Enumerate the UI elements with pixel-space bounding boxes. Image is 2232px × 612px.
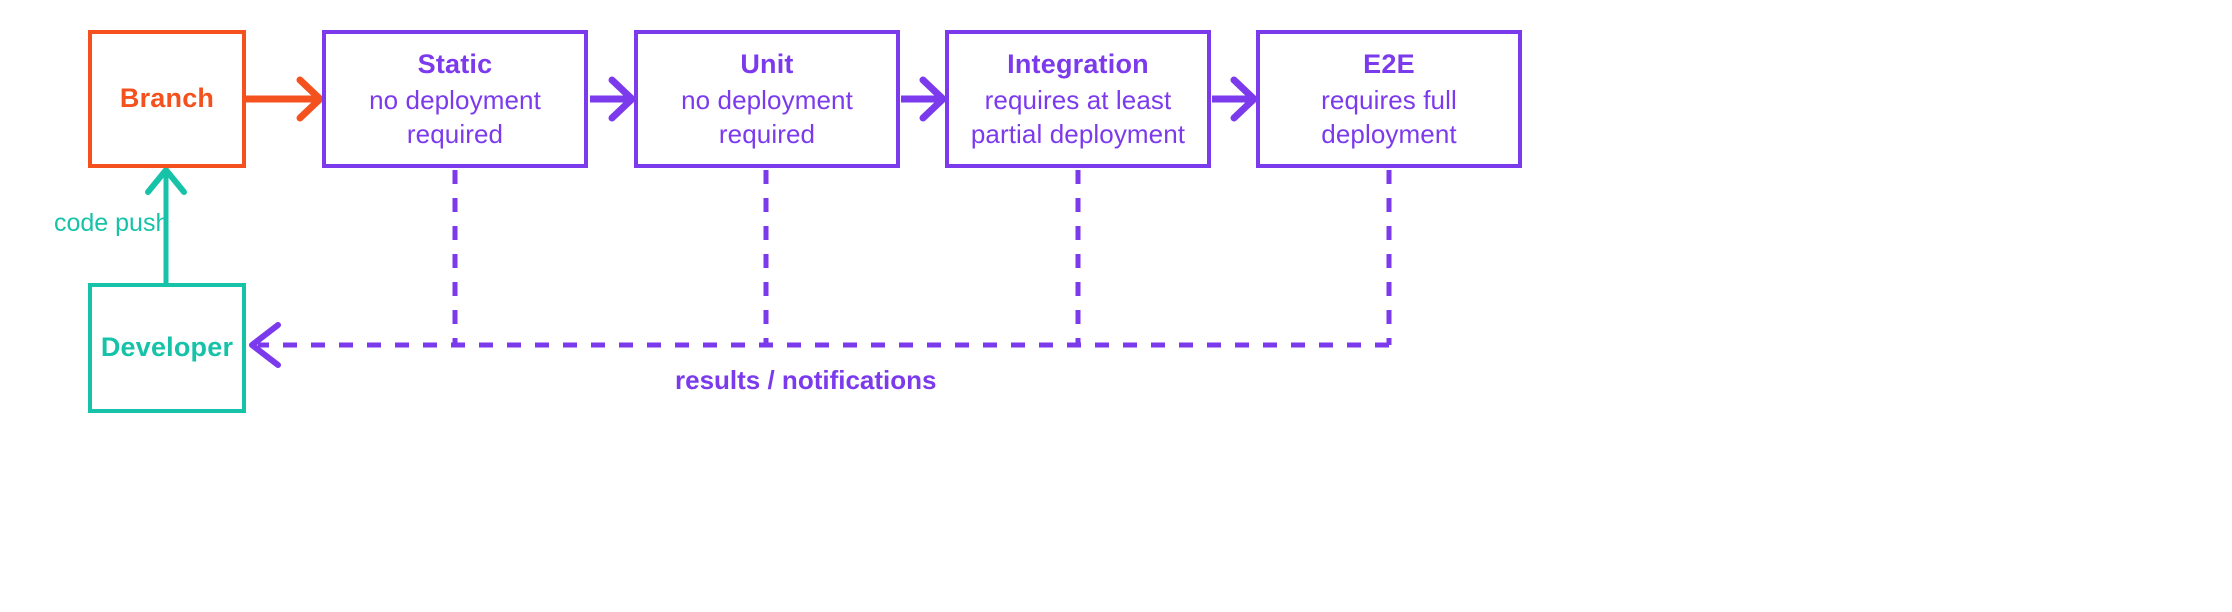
edge-static-to-unit	[590, 76, 636, 122]
edge-label-code-push: code push	[54, 209, 170, 237]
node-static-subtitle-line1: no deployment	[369, 84, 541, 115]
node-static-title: Static	[417, 48, 493, 79]
node-e2e-title: E2E	[1363, 48, 1415, 79]
node-developer-label: Developer	[100, 332, 234, 363]
node-developer[interactable]: Developer	[88, 283, 246, 413]
node-integration-subtitle-line1: requires at least	[984, 84, 1172, 115]
edge-feedback-bus	[249, 322, 1389, 368]
edge-label-results-notifications: results / notifications	[675, 365, 937, 395]
edge-branch-to-static	[246, 76, 324, 122]
node-e2e-subtitle-line2: deployment	[1321, 118, 1457, 149]
edge-unit-to-integration	[901, 76, 947, 122]
node-unit-title: Unit	[740, 48, 794, 79]
node-unit-subtitle-line2: required	[718, 118, 816, 149]
node-branch[interactable]: Branch	[88, 30, 246, 168]
node-unit[interactable]: Unit no deployment required	[634, 30, 900, 168]
edge-integration-to-e2e	[1212, 76, 1258, 122]
node-unit-subtitle-line1: no deployment	[681, 84, 853, 115]
node-integration-title: Integration	[1007, 48, 1149, 79]
node-static-subtitle-line2: required	[406, 118, 504, 149]
node-branch-label: Branch	[119, 83, 215, 114]
feedback-drop-lines	[452, 170, 1392, 345]
node-static[interactable]: Static no deployment required	[322, 30, 588, 168]
node-integration-subtitle-line2: partial deployment	[970, 118, 1186, 149]
node-integration[interactable]: Integration requires at least partial de…	[945, 30, 1211, 168]
node-e2e-subtitle-line1: requires full	[1321, 84, 1457, 115]
node-e2e[interactable]: E2E requires full deployment	[1256, 30, 1522, 168]
